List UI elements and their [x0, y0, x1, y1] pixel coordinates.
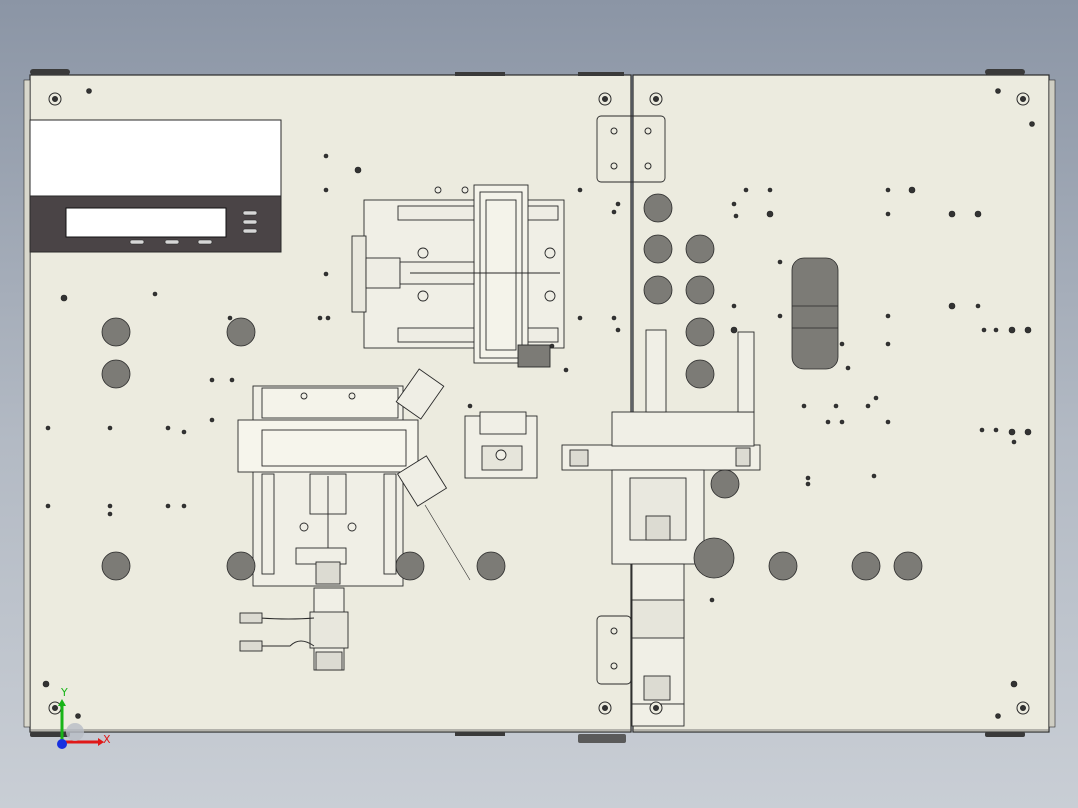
plate-cutouts — [101, 193, 923, 581]
mounting-screws — [48, 92, 1030, 715]
gripper-assembly — [561, 115, 761, 727]
axis-x-label: X — [103, 733, 111, 746]
xyz-triad-icon — [57, 699, 104, 749]
tapped-holes — [42, 88, 1035, 719]
sensor-bracket — [464, 411, 538, 479]
linear-module-top — [351, 184, 565, 368]
panel-button-row — [129, 210, 258, 245]
base-plate — [23, 69, 1056, 743]
linear-module-left — [237, 368, 471, 587]
control-panel — [29, 119, 282, 253]
axis-y-label: Y — [61, 686, 68, 699]
servo-motor — [239, 587, 349, 671]
